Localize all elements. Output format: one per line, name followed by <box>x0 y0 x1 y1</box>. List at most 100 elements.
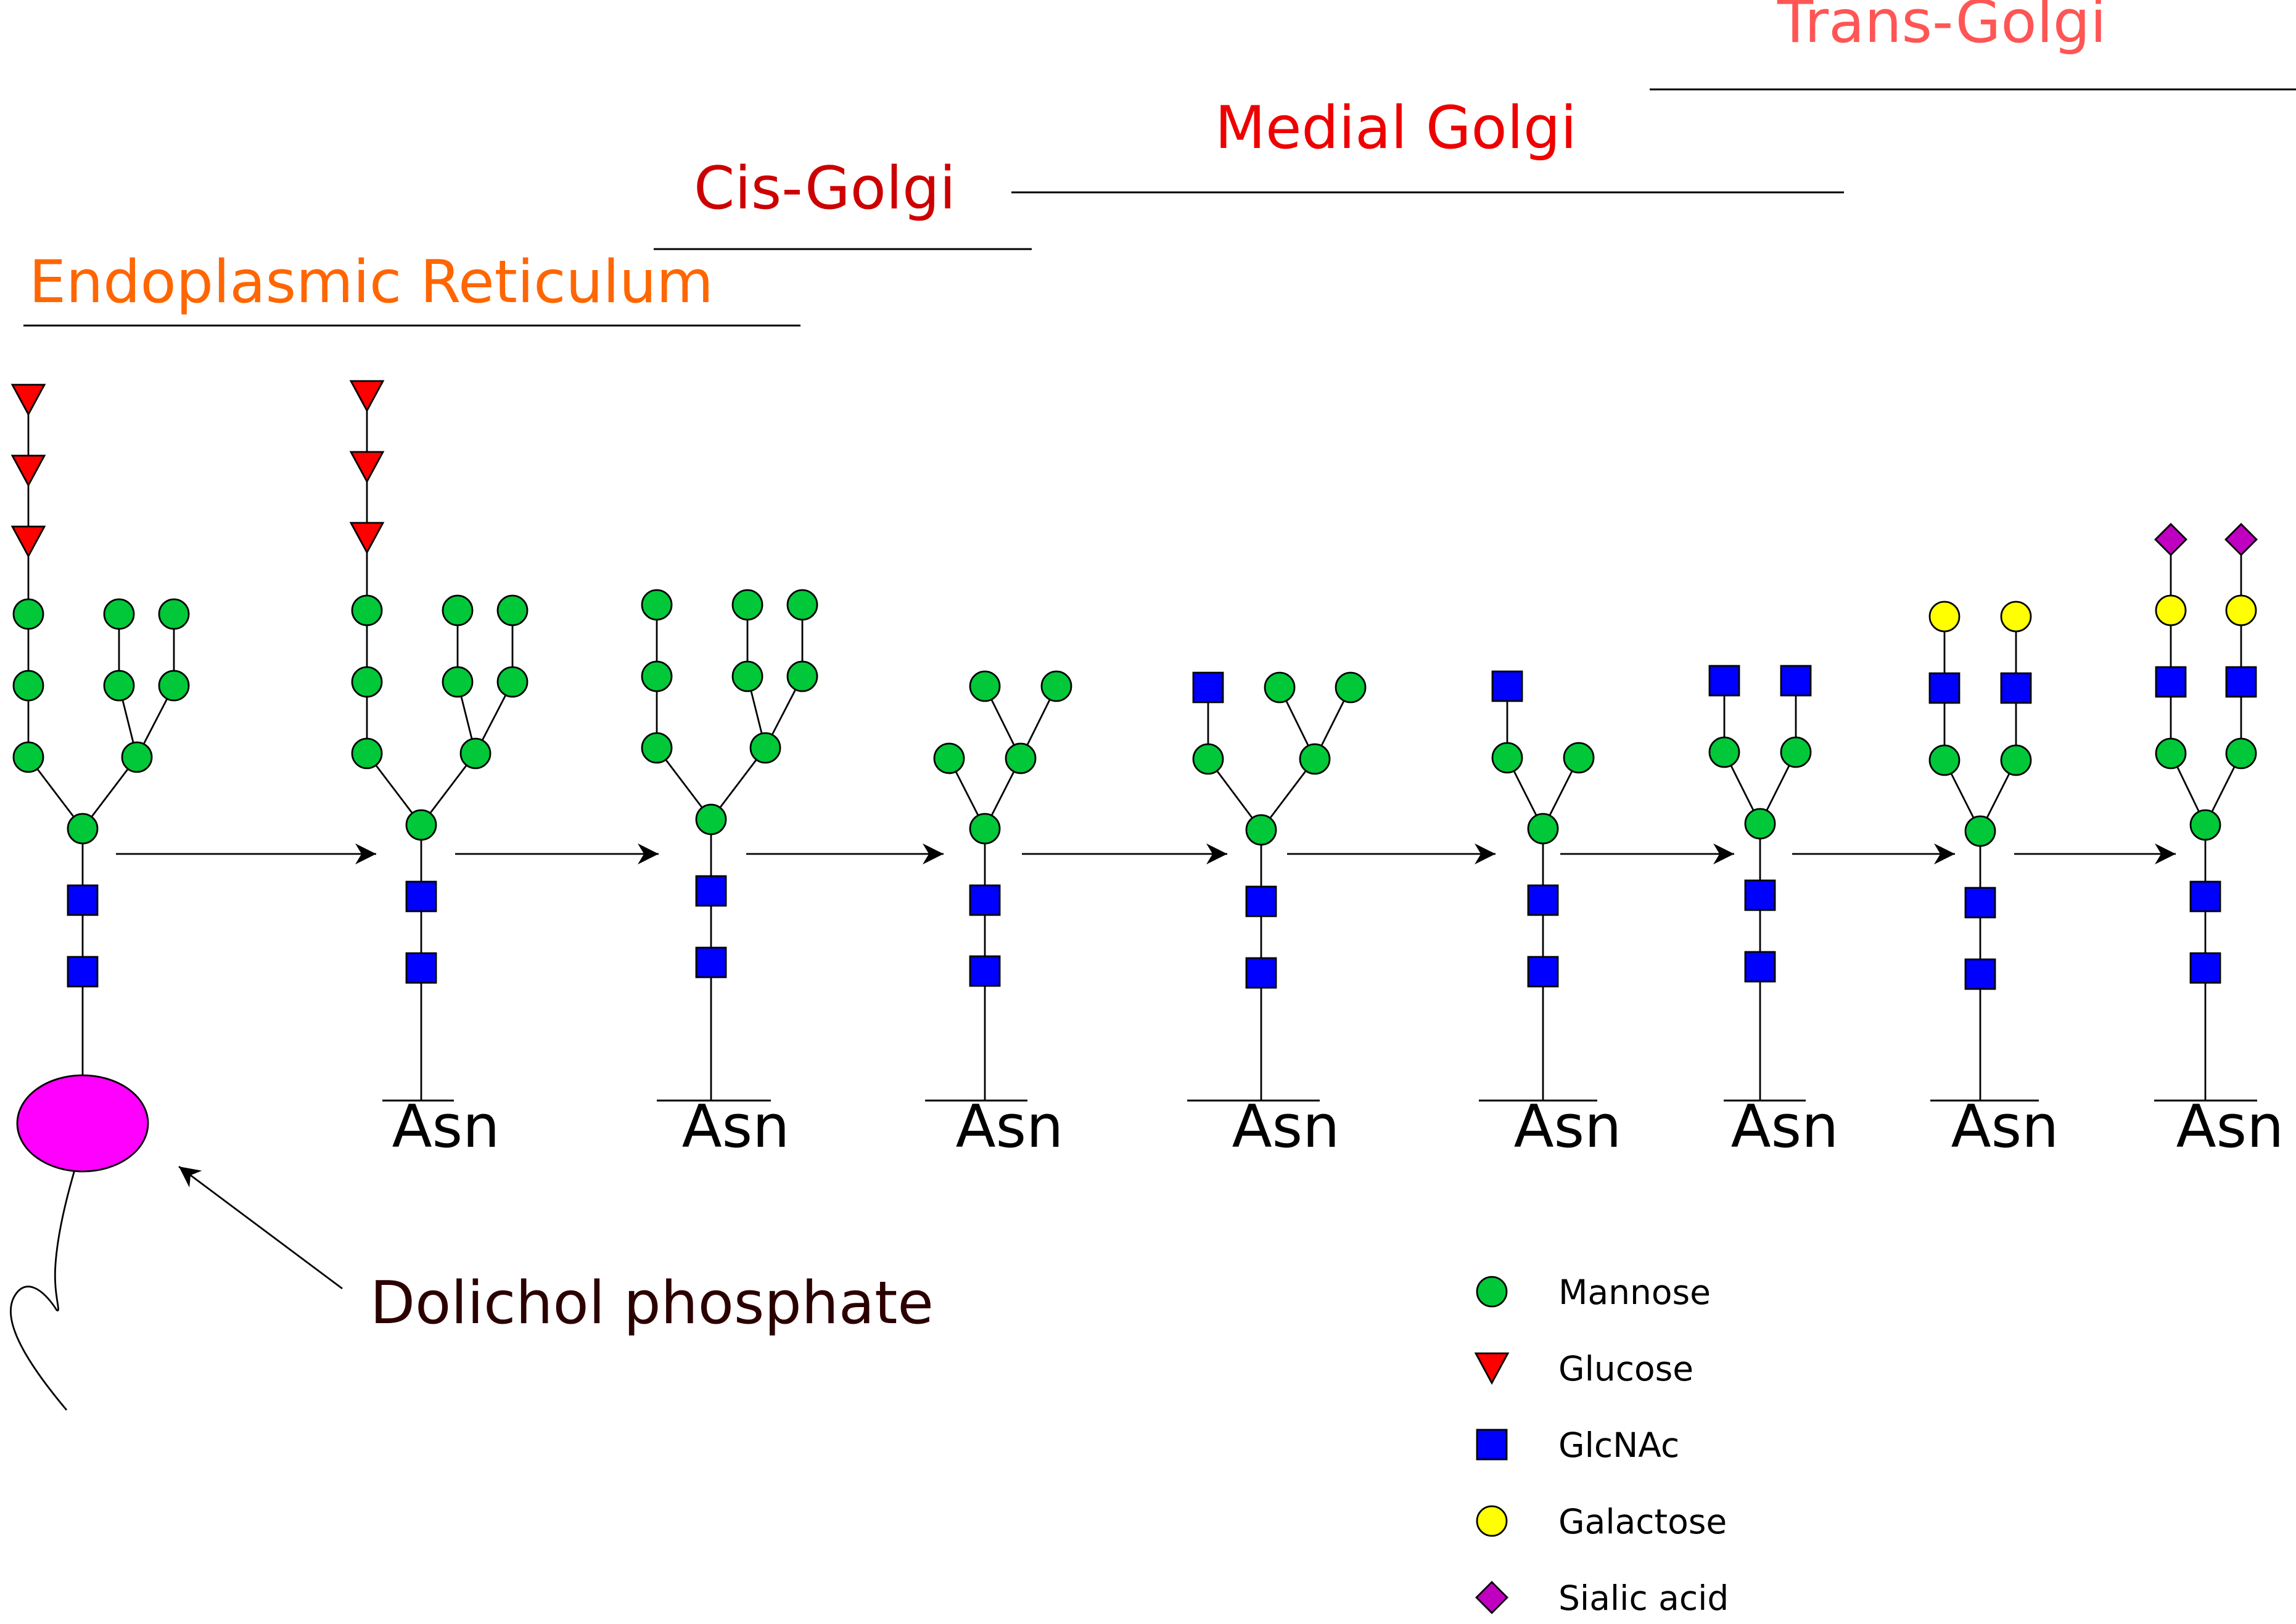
mannose-icon <box>1563 742 1595 774</box>
glcnac-icon <box>67 956 99 988</box>
asn-label: Asn <box>956 1093 1064 1161</box>
glcnac-icon <box>2225 666 2257 698</box>
mannose-icon <box>12 598 44 630</box>
mannose-icon <box>459 737 492 769</box>
mannose-icon <box>442 594 474 626</box>
glcnac-icon <box>405 880 437 912</box>
mannose-icon <box>351 594 383 626</box>
mannose-icon <box>121 741 153 773</box>
glycan-stage-8: Asn <box>1928 601 2059 1161</box>
dolichol-chain <box>10 1134 86 1411</box>
asn-label: Asn <box>1514 1093 1622 1161</box>
mannose-icon <box>1708 736 1740 768</box>
mannose-icon <box>641 660 673 692</box>
mannose-icon <box>351 666 383 698</box>
glucose-icon <box>349 380 385 412</box>
mannose-icon <box>442 666 474 698</box>
glucose-icon <box>10 525 46 558</box>
glycan-stage-6: Asn <box>1479 670 1622 1161</box>
glcnac-icon <box>969 884 1001 916</box>
region-title-trans: Trans-Golgi <box>1777 0 2107 56</box>
glcnac-icon <box>1245 957 1277 989</box>
mannose-icon <box>1040 670 1072 702</box>
mannose-icon <box>12 741 44 773</box>
glcnac-icon <box>695 875 727 907</box>
asn-label: Asn <box>1731 1093 1839 1161</box>
glcnac-icon <box>1491 670 1523 702</box>
galactose-icon <box>2155 594 2187 626</box>
glcnac-icon <box>1527 884 1559 916</box>
region-headers: Endoplasmic Reticulum Cis-Golgi Medial G… <box>23 0 2296 327</box>
dolichol-pointer-arrow <box>178 1165 343 1290</box>
mannose-icon <box>496 594 529 626</box>
mannose-icon <box>12 670 44 702</box>
glcnac-icon <box>405 952 437 984</box>
mannose-icon <box>1780 736 1812 768</box>
mannose-icon <box>1245 814 1277 846</box>
mannose-icon <box>67 813 99 845</box>
glcnac-icon <box>1192 671 1224 703</box>
mannose-icon <box>1964 815 1996 847</box>
mannose-icon <box>731 589 763 621</box>
glcnac-icon <box>695 946 727 978</box>
dolichol-phosphate-ellipse <box>16 1074 149 1173</box>
mannose-icon <box>969 670 1001 702</box>
glcnac-icon <box>2189 952 2221 984</box>
glcnac-icon <box>1964 887 1996 919</box>
glcnac-icon <box>1744 951 1776 983</box>
asn-label: Asn <box>1232 1093 1340 1161</box>
glycan-stage-3: Asn <box>641 589 818 1161</box>
glcnac-icon <box>2155 666 2187 698</box>
mannose-icon <box>1744 808 1776 840</box>
mannose-icon <box>496 666 529 698</box>
galactose-icon <box>1928 601 1961 633</box>
asn-label: Asn <box>1951 1093 2059 1161</box>
legend-glcnac-icon <box>1476 1429 1508 1461</box>
glycan-stage-9: Asn <box>2154 523 2284 1161</box>
mannose-icon <box>1335 671 1367 703</box>
glcnac-icon <box>1780 665 1812 697</box>
legend-sialic-acid-icon <box>1475 1581 1508 1614</box>
region-title-medial: Medial Golgi <box>1215 94 1577 162</box>
mannose-icon <box>933 742 965 774</box>
glycan-stage-5: Asn <box>1187 671 1367 1161</box>
legend-galactose-icon <box>1476 1505 1508 1537</box>
glycan-stage-7: Asn <box>1708 665 1839 1161</box>
mannose-icon <box>1299 743 1331 775</box>
galactose-icon <box>2225 594 2257 626</box>
mannose-icon <box>1928 744 1961 776</box>
glycan-stage-4: Asn <box>925 670 1072 1161</box>
mannose-icon <box>2000 744 2032 776</box>
legend-glucose-icon <box>1474 1352 1510 1385</box>
mannose-icon <box>2155 737 2187 769</box>
mannose-icon <box>103 598 135 630</box>
glcnac-icon <box>2000 672 2032 704</box>
glcnac-icon <box>1744 879 1776 911</box>
asn-label: Asn <box>2176 1093 2284 1161</box>
mannose-icon <box>641 732 673 764</box>
mannose-icon <box>1192 743 1224 775</box>
mannose-icon <box>786 660 818 692</box>
glycan-stage-1 <box>10 383 190 1076</box>
sialic-acid-icon <box>2154 523 2187 556</box>
mannose-icon <box>2225 737 2257 769</box>
region-title-cis: Cis-Golgi <box>694 155 956 223</box>
mannose-icon <box>351 737 383 769</box>
glcnac-icon <box>67 884 99 916</box>
mannose-icon <box>1005 742 1037 774</box>
mannose-icon <box>405 809 437 841</box>
mannose-icon <box>969 813 1001 845</box>
glcnac-icon <box>1245 885 1277 917</box>
legend-label: Galactose <box>1558 1502 1727 1541</box>
galactose-icon <box>2000 601 2032 633</box>
glcnac-icon <box>1708 665 1740 697</box>
glucose-icon <box>10 383 46 416</box>
mannose-icon <box>731 660 763 692</box>
legend-label: GlcNAc <box>1558 1425 1679 1465</box>
glucose-icon <box>349 522 385 554</box>
legend-label: Mannose <box>1558 1273 1711 1312</box>
legend-label: Glucose <box>1558 1349 1693 1388</box>
